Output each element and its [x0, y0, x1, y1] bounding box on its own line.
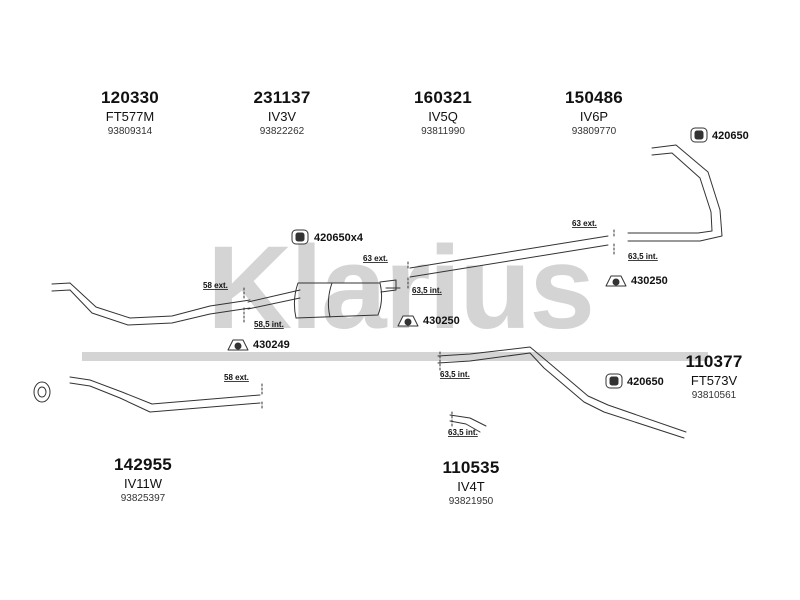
part-code: IV11W — [123, 476, 163, 491]
dimension-label: 63 ext. — [572, 219, 597, 228]
dimension-label: 63,5 int. — [448, 428, 478, 437]
part-number: 231137 — [253, 88, 311, 107]
part-label-142955: 142955 IV11W 93825397 — [73, 455, 213, 506]
oem-number: 93809770 — [571, 126, 617, 137]
pipe-110377 — [437, 346, 687, 439]
hanger-icon — [397, 315, 419, 327]
hanger-label: 430250 — [631, 275, 668, 287]
dimension-label: 58,5 int. — [254, 320, 284, 329]
hanger-label: 430250 — [423, 315, 460, 327]
dimension-label: 63 ext. — [363, 254, 388, 263]
pipe-110535 — [449, 414, 487, 433]
dimension-label: 58 ext. — [203, 281, 228, 290]
part-label-110377: 110377 FT573V 93810561 — [644, 352, 784, 403]
hanger-label: 420650x4 — [314, 232, 364, 244]
hanger-icon — [605, 275, 627, 287]
part-code: FT573V — [690, 373, 738, 388]
part-number: 110535 — [442, 458, 500, 477]
part-number: 150486 — [565, 88, 623, 107]
part-label-150486: 150486 IV6P 93809770 — [524, 88, 664, 139]
part-label-120330: 120330 FT577M 93809314 — [60, 88, 200, 139]
part-code: IV4T — [457, 479, 485, 494]
part-number: 160321 — [414, 88, 472, 107]
watermark-underline — [82, 352, 708, 361]
oem-number: 93810561 — [691, 390, 737, 401]
hanger-icon — [605, 373, 623, 389]
part-number: 142955 — [114, 455, 172, 474]
pipe-160321 — [409, 235, 609, 278]
part-code: IV3V — [267, 109, 297, 124]
part-code: IV5Q — [428, 109, 458, 124]
part-number: 120330 — [101, 88, 159, 107]
pipe-150486 — [627, 144, 723, 242]
part-number: 110377 — [685, 352, 743, 371]
oem-number: 93821950 — [448, 496, 494, 507]
hanger-icon — [227, 339, 249, 351]
hanger-label: 420650 — [712, 130, 749, 142]
pipe-142955 — [33, 376, 261, 413]
watermark-logo: Klarius — [207, 222, 593, 354]
pipe-120330 — [51, 282, 251, 326]
oem-number: 93822262 — [259, 126, 305, 137]
dimension-label: 63,5 int. — [628, 252, 658, 261]
dimension-label: 58 ext. — [224, 373, 249, 382]
hanger-icon — [291, 229, 309, 245]
part-label-110535: 110535 IV4T 93821950 — [401, 458, 541, 509]
dimension-label: 63,5 int. — [412, 286, 442, 295]
oem-number: 93811990 — [421, 126, 465, 137]
oem-number: 93825397 — [120, 493, 166, 504]
part-label-160321: 160321 IV5Q 93811990 — [373, 88, 513, 139]
silencer-231137 — [247, 279, 401, 319]
part-code: FT577M — [105, 109, 155, 124]
part-label-231137: 231137 IV3V 93822262 — [212, 88, 352, 139]
dimension-label: 63,5 int. — [440, 370, 470, 379]
oem-number: 93809314 — [107, 126, 153, 137]
hanger-label: 420650 — [627, 376, 664, 388]
hanger-label: 430249 — [253, 339, 290, 351]
part-code: IV6P — [579, 109, 609, 124]
hanger-icon — [690, 127, 708, 143]
